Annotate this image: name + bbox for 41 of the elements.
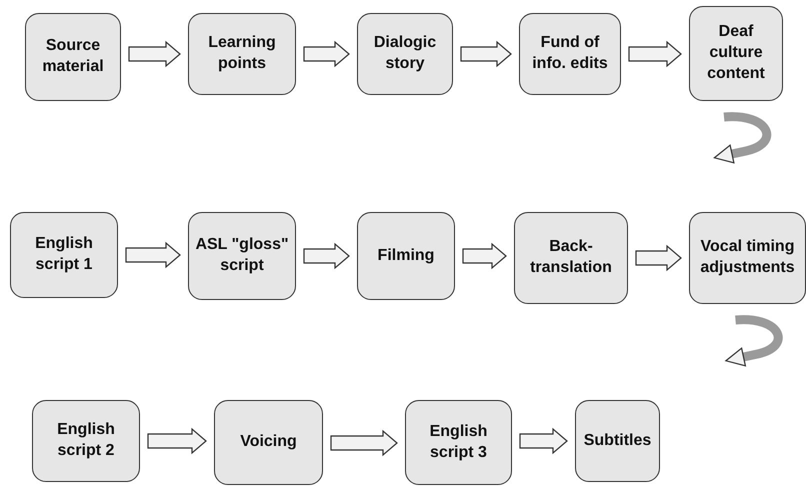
step-label: Back-translation — [529, 237, 613, 278]
block-arrow — [147, 428, 207, 454]
process-box — [32, 400, 140, 482]
curved-arrow — [725, 315, 783, 366]
process-box — [357, 13, 453, 95]
process-box — [514, 212, 628, 304]
curved-arrow — [714, 112, 772, 164]
block-arrow — [125, 242, 181, 268]
process-box — [357, 212, 455, 300]
block-arrow — [128, 40, 181, 68]
step-label: ASL "gloss" script — [194, 235, 290, 276]
block-arrow — [303, 40, 350, 68]
block-arrow — [303, 242, 350, 270]
step-label: Vocal timing adjustments — [699, 237, 796, 278]
process-box — [25, 13, 121, 101]
process-box — [214, 400, 323, 485]
step-label: Source material — [41, 36, 105, 77]
process-box — [188, 212, 296, 300]
block-arrow — [628, 40, 682, 68]
process-box — [689, 212, 806, 304]
process-box — [188, 13, 296, 95]
block-arrow — [635, 244, 682, 272]
process-box — [519, 13, 621, 95]
step-label: Fund of info. edits — [531, 33, 609, 74]
step-label: Filming — [378, 246, 434, 266]
block-arrow — [462, 242, 507, 270]
block-arrow — [330, 430, 398, 456]
step-label: English script 3 — [428, 422, 488, 462]
process-box — [575, 400, 660, 482]
step-label: English script 2 — [56, 420, 116, 461]
step-label: English script 1 — [34, 234, 94, 275]
process-box — [10, 212, 118, 298]
step-label: Subtitles — [584, 430, 652, 451]
step-label: Dialogic story — [372, 33, 438, 74]
step-label: Learning points — [207, 33, 277, 74]
step-label: Voicing — [240, 432, 297, 452]
block-arrow — [519, 428, 568, 454]
step-label: Deaf culture content — [706, 22, 766, 84]
process-box — [689, 6, 783, 101]
block-arrow — [460, 40, 512, 68]
process-box — [405, 400, 512, 485]
